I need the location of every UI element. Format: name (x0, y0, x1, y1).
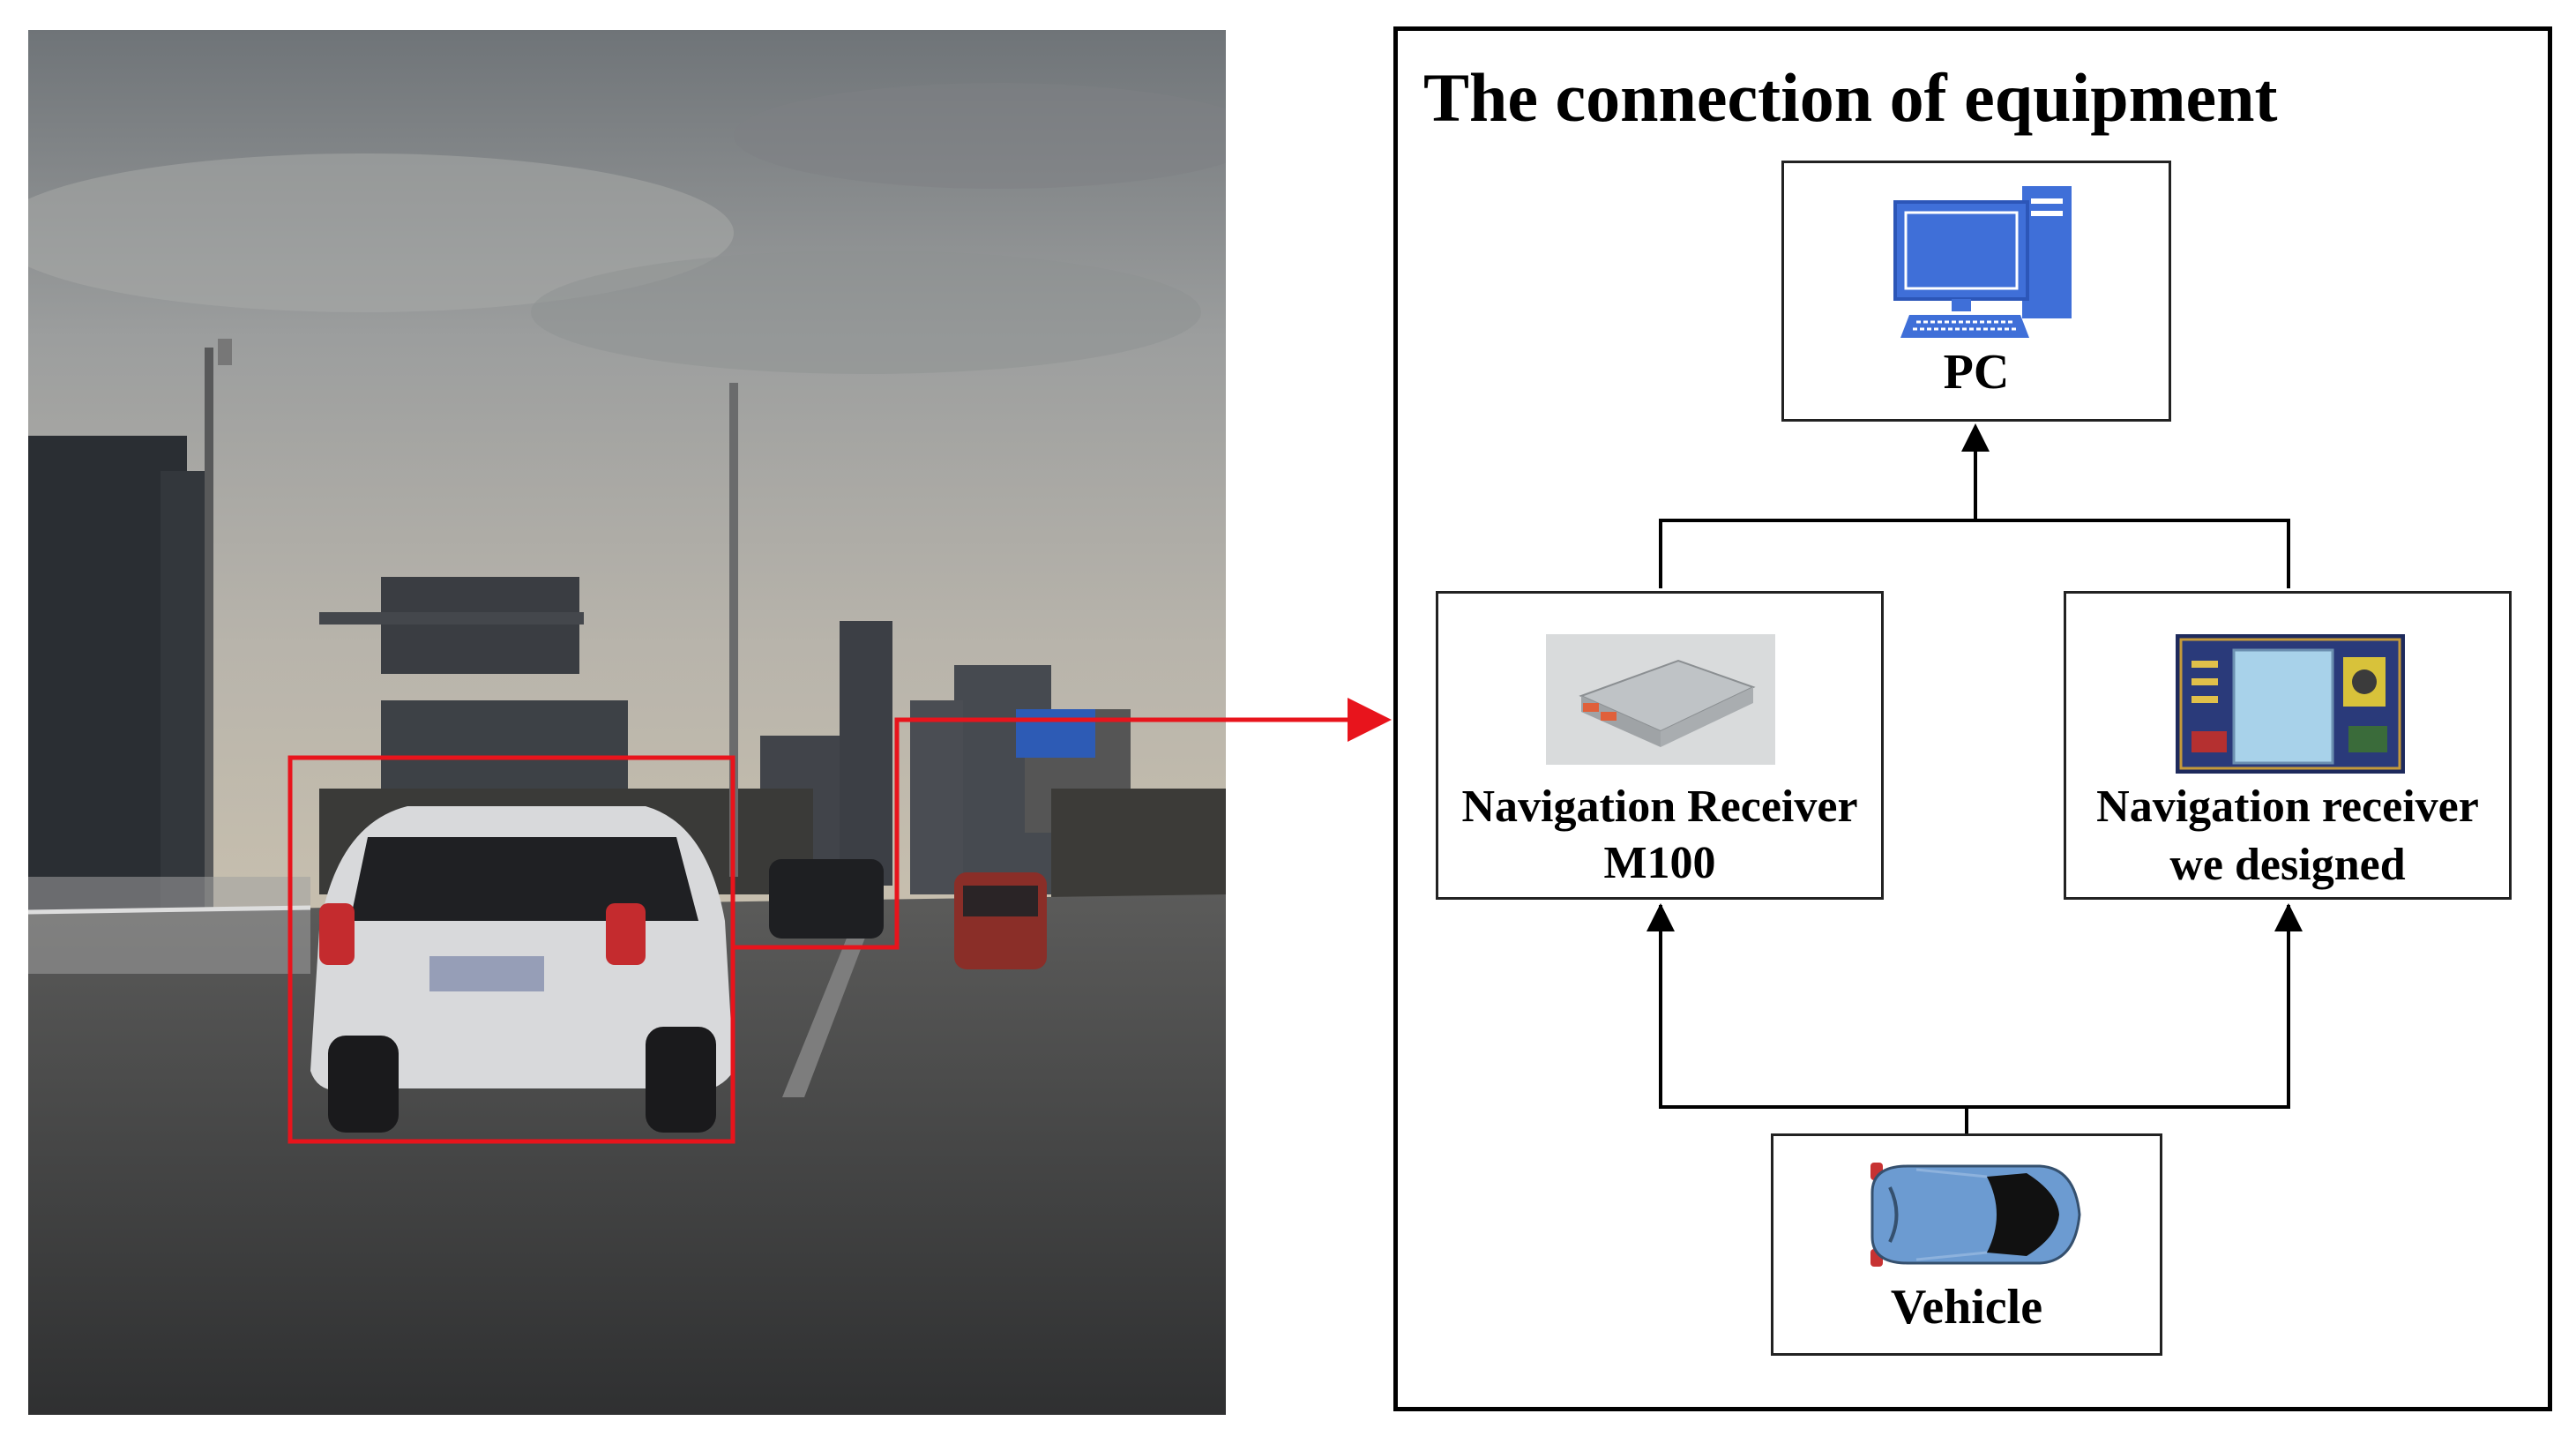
lane-marking (782, 912, 875, 1097)
designed-receiver-node: Navigation receiver we designed (2064, 591, 2512, 900)
fence (28, 877, 310, 974)
road-sign (1016, 709, 1095, 758)
cloud (28, 153, 734, 312)
white-suv (310, 806, 734, 1133)
m100-node: Navigation Receiver M100 (1436, 591, 1884, 900)
billboard (381, 577, 579, 674)
diagram-frame (1393, 26, 2552, 1411)
road-photo (28, 30, 1226, 1415)
road-photo-scene (28, 30, 1226, 1415)
lamp-pole (729, 383, 738, 877)
receiver-m100-image (1546, 634, 1775, 765)
vehicle-node: Vehicle (1771, 1133, 2162, 1356)
tower (840, 621, 892, 886)
designed-label-line1: Navigation receiver (2096, 782, 2479, 832)
red-car-window (963, 886, 1038, 916)
pc-icon (1893, 186, 2072, 338)
fence-rail (28, 905, 311, 915)
distant-car (769, 859, 884, 939)
gantry (319, 612, 584, 625)
cloud (531, 251, 1201, 374)
lamp-pole (205, 348, 213, 930)
photo-connector-line (733, 717, 1226, 950)
cloud (734, 83, 1226, 189)
pc-node: PC (1781, 161, 2171, 422)
vehicle-label: Vehicle (1890, 1280, 2043, 1335)
receiver-board-image (2176, 634, 2405, 774)
m100-label-line2: M100 (1603, 838, 1716, 888)
tower (910, 700, 963, 894)
diagram-title: The connection of equipment (1423, 59, 2278, 136)
designed-label-line2: we designed (2169, 840, 2406, 890)
vehicle-icon (1870, 1163, 2081, 1267)
m100-label-line1: Navigation Receiver (1461, 782, 1858, 832)
pc-label: PC (1943, 345, 2010, 400)
lamp-head (218, 339, 232, 365)
